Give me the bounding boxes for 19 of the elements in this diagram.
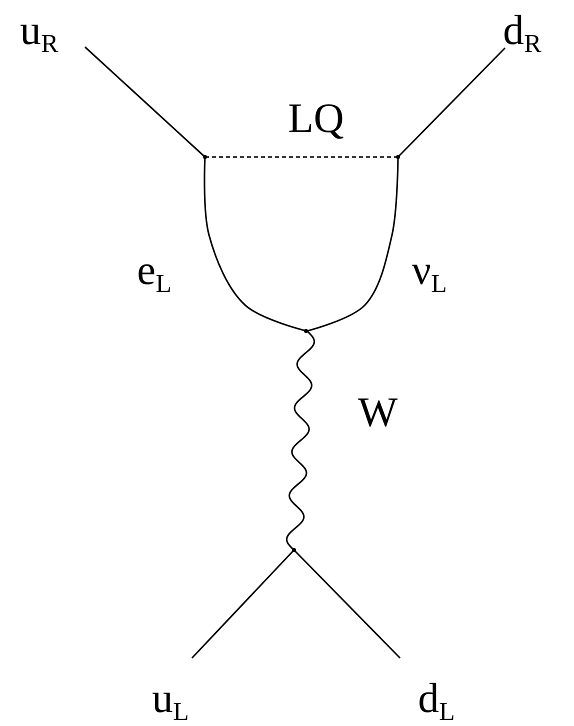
dashed-line [205,156,398,158]
edge-label: e$_{L}$ [137,250,172,292]
particle-label: u$_{R}$ [20,10,58,52]
wavy-line [286,330,316,551]
particle-label: u$_{L}$ [152,678,189,720]
particle-label: d$_{L}$ [418,678,455,720]
vertex-point [396,155,400,159]
line [84,46,206,158]
edge-label: LQ [288,98,344,140]
particle-label: d$_{R}$ [503,10,542,52]
edge-label: ν$_{L}$ [412,250,447,292]
edge-label: W [358,392,398,434]
line [293,549,401,659]
vertex-point [304,329,308,333]
line [306,156,399,332]
line [191,549,295,659]
vertex-point [203,155,207,159]
line [397,47,506,158]
vertex-point [292,548,296,552]
